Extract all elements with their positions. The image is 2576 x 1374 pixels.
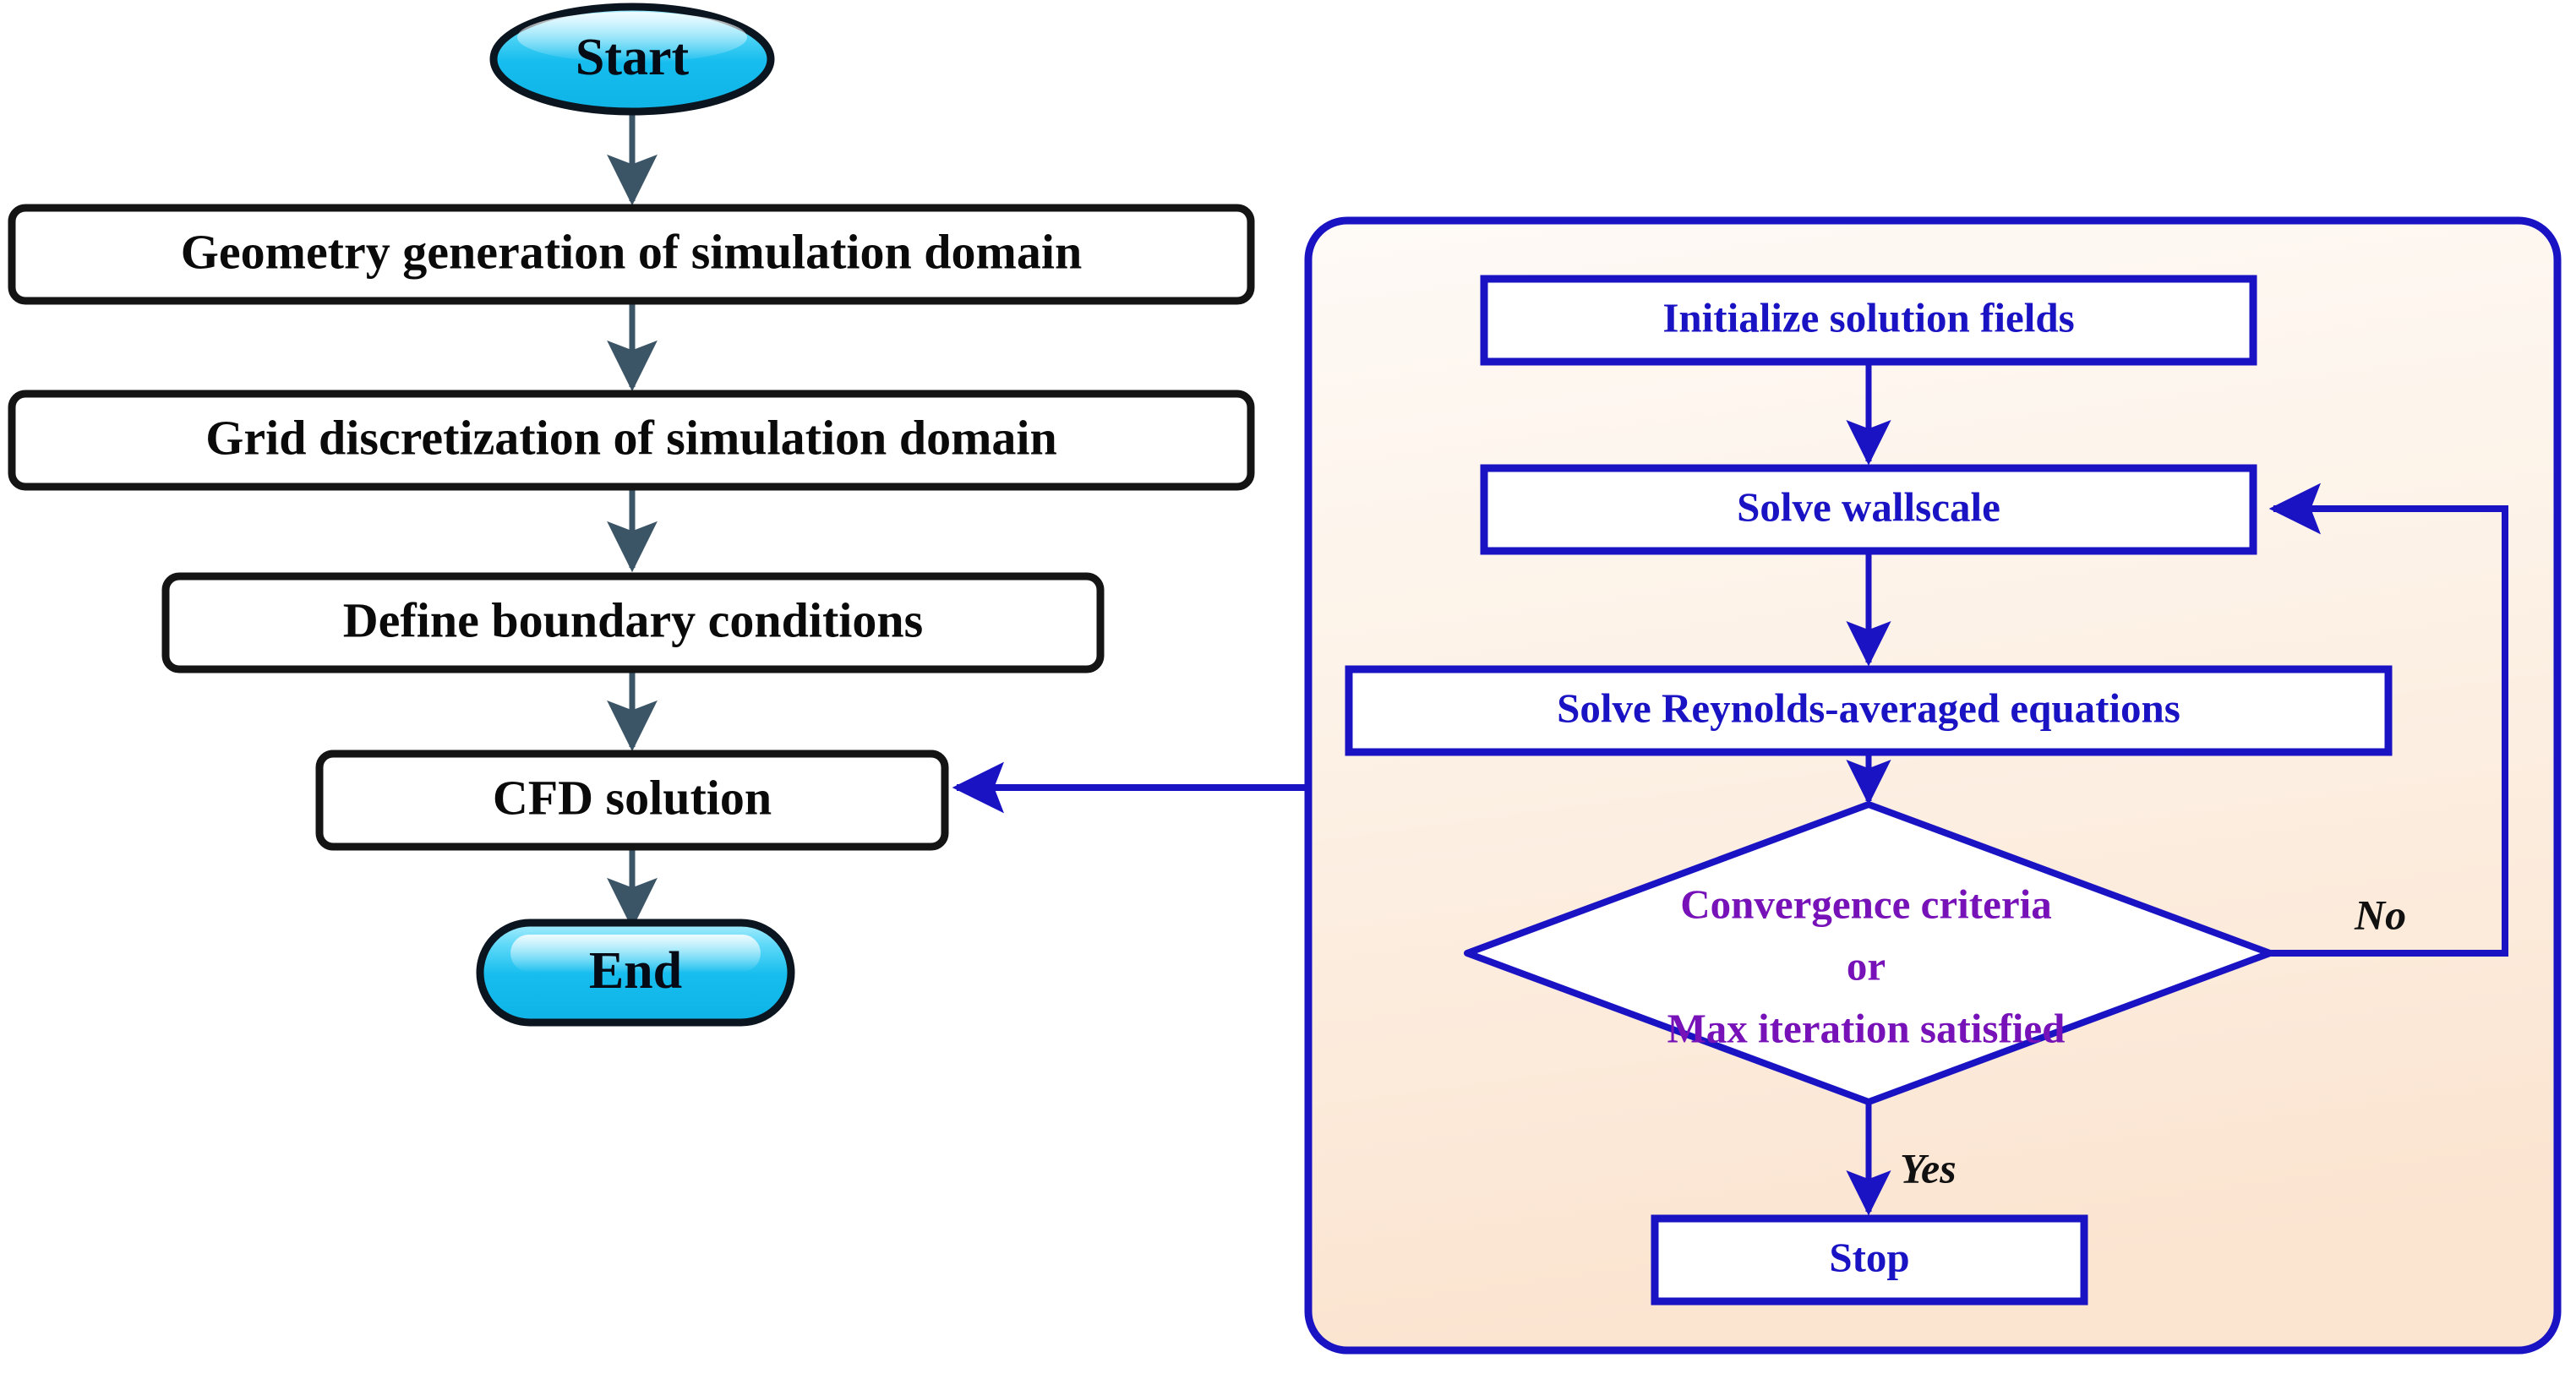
start-node[interactable]: Start: [489, 3, 775, 116]
reynolds-node[interactable]: Solve Reynolds-averaged equations: [1345, 665, 2393, 756]
convergence-decision-node[interactable]: Convergence criteria or Max iteration sa…: [1464, 801, 2273, 1105]
boundary-conditions-node-shape: [161, 572, 1105, 673]
end-node-label: End: [589, 942, 682, 1000]
grid-node-shape: [8, 390, 1255, 491]
convergence-decision-line2: or: [1847, 942, 1886, 989]
boundary-conditions-node[interactable]: Define boundary conditions: [161, 572, 1105, 673]
wallscale-node-label: Solve wallscale: [1737, 483, 2000, 530]
geometry-node-label: Geometry generation of simulation domain: [181, 224, 1082, 279]
start-node-label: Start: [576, 29, 690, 86]
convergence-decision-line3: Max iteration satisfied: [1667, 1005, 2066, 1051]
initialize-node-shape: [1480, 275, 2257, 366]
cfd-solution-node-label: CFD solution: [493, 770, 772, 825]
start-node-gloss: [517, 12, 747, 63]
cfd-solution-node[interactable]: CFD solution: [315, 750, 949, 851]
initialize-node[interactable]: Initialize solution fields: [1480, 275, 2257, 366]
grid-node-label: Grid discretization of simulation domain: [205, 410, 1057, 465]
stop-node-label: Stop: [1829, 1234, 1909, 1280]
branch-label-no: No: [2354, 891, 2406, 938]
edge-decision-no-feedback: [2268, 483, 2508, 957]
stop-node[interactable]: Stop: [1651, 1214, 2088, 1306]
reynolds-node-label: Solve Reynolds-averaged equations: [1557, 684, 2180, 731]
boundary-conditions-node-label: Define boundary conditions: [343, 592, 923, 647]
geometry-node[interactable]: Geometry generation of simulation domain: [8, 204, 1255, 305]
wallscale-node-shape: [1480, 464, 2257, 555]
branch-label-yes: Yes: [1900, 1144, 1957, 1191]
initialize-node-label: Initialize solution fields: [1662, 294, 2074, 341]
wallscale-node[interactable]: Solve wallscale: [1480, 464, 2257, 555]
geometry-node-shape: [8, 204, 1255, 305]
end-node[interactable]: End: [476, 919, 795, 1027]
stop-node-shape: [1651, 1214, 2088, 1306]
grid-node[interactable]: Grid discretization of simulation domain: [8, 390, 1255, 491]
end-node-gloss: [510, 935, 761, 972]
convergence-decision-line1: Convergence criteria: [1680, 881, 2051, 927]
cfd-solution-node-shape: [315, 750, 949, 851]
